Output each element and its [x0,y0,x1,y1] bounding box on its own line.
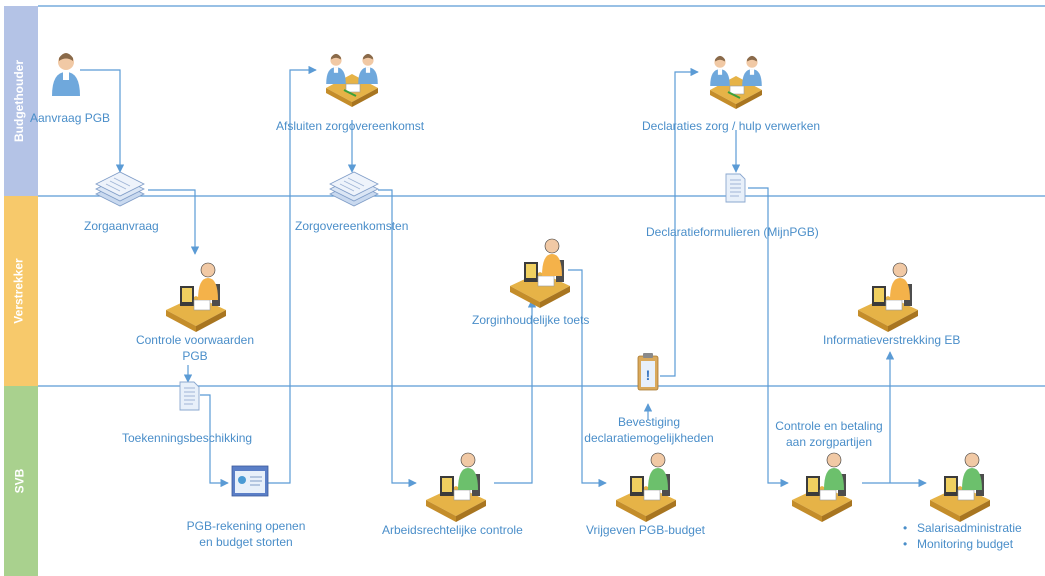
document-icon [179,381,200,411]
lane-label-verstrekker: Verstrekker [0,196,38,386]
lane-band-verstrekker [4,196,38,386]
step-label-declaraties: Declaraties zorg / hulp verwerken [642,119,821,133]
step-label-zorgaanvraag: Zorgaanvraag [84,219,159,233]
connector-formulieren-controle [748,187,789,488]
clipboard-icon: ! [637,353,659,391]
connector-arbeid-zorginhoud [494,299,537,484]
svb-output-list: Salarisadministratie Monitoring budget [903,520,1022,552]
document-stack-icon [329,171,379,207]
lane-band-svb [4,386,38,576]
worker-at-desk-icon [165,262,227,333]
list-item: Monitoring budget [903,536,1022,552]
svg-text:!: ! [646,367,651,383]
step-label-zorginhoudelijke: Zorginhoudelijke toets [472,313,590,327]
person-icon [52,53,80,96]
worker-at-desk-icon [929,452,991,523]
worker-at-desk-icon [615,452,677,523]
connector-rekening-afsluiten [268,65,317,484]
step-label-arbeidsrechtelijke: Arbeidsrechtelijke controle [382,523,523,537]
step-label-vrijgeven: Vrijgeven PGB-budget [586,523,705,537]
swimlane-grid [38,5,1045,387]
document-stack-icon [95,171,145,207]
connector-overeenkomsten-arbeid [378,189,417,488]
lane-label-svb: SVB [0,386,38,576]
step-label-afsluiten: Afsluiten zorgovereenkomst [276,119,425,133]
step-label-zorgovereenkomsten: Zorgovereenkomsten [295,219,409,233]
step-label-controle-voorwaarden: Controle voorwaarden PGB [135,333,255,363]
swimlane-bands [4,6,38,576]
step-label-informatieverstrekking: Informatieverstrekking EB [823,333,961,347]
step-label-pgb-rekening: PGB-rekening openen en budget storten [186,519,306,549]
connector-zorginhoud-vrijgeven [568,269,607,488]
connectors [80,65,927,488]
step-label-aanvraag: Aanvraag PGB [30,111,111,125]
connector-toekenning-rekening [200,394,229,488]
lane-title: Verstrekker [12,258,27,324]
step-label-toekenningsbeschikking: Toekenningsbeschikking [122,431,253,445]
document-icon [725,173,746,203]
lane-label-budgethouder: Budgethouder [0,6,38,196]
lane-title: SVB [12,468,26,494]
connector-aanvraag-zorgaanvraag [80,69,125,173]
worker-at-desk-icon [857,262,919,333]
worker-at-desk-icon [425,452,487,523]
lane-title: Budgethouder [12,60,26,142]
worker-at-desk-icon [509,238,571,309]
step-label-controle-betaling: Controle en betaling aan zorgpartijen [775,419,883,449]
connector-bevestiging-declaraties [660,67,699,377]
step-label-bevestiging: Bevestiging declaratiemogelijkheden [584,415,714,445]
lane-band-budgethouder [4,6,38,196]
web-screen-icon [231,465,269,497]
list-item: Salarisadministratie [903,520,1022,536]
step-label-declaratieformulieren: Declaratieformulieren (MijnPGB) [646,225,819,239]
connector-zorgaanvraag-controle [148,189,200,255]
meeting-icon [326,53,378,107]
worker-at-desk-icon [791,452,853,523]
meeting-icon [710,55,762,109]
